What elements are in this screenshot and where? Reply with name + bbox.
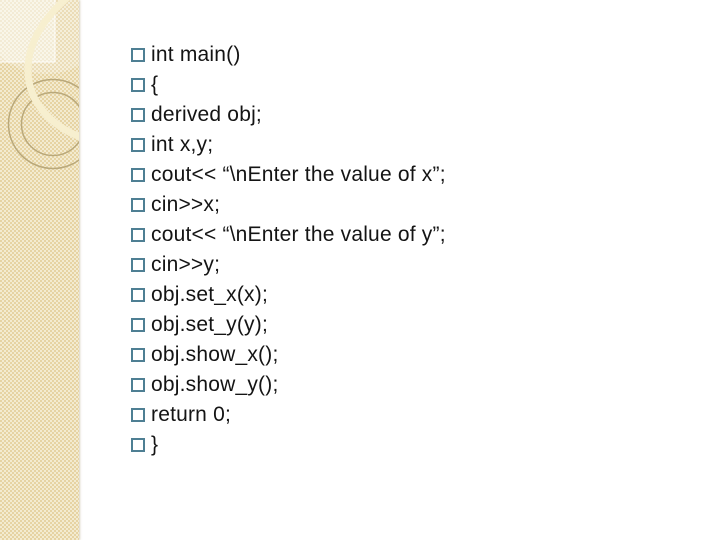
square-bullet-icon	[131, 138, 145, 152]
code-line: cin>>x;	[131, 190, 712, 220]
code-line-text: cin>>x;	[151, 193, 221, 216]
inner-ring-icon	[20, 91, 79, 157]
outer-ring-icon	[7, 78, 79, 170]
sidebar-ornament	[0, 0, 79, 170]
code-line: int main()	[131, 40, 712, 70]
code-line-text: obj.show_x();	[151, 343, 279, 366]
code-line: int x,y;	[131, 130, 712, 160]
square-bullet-icon	[131, 78, 145, 92]
square-bullet-icon	[131, 288, 145, 302]
decorative-sidebar	[0, 0, 79, 540]
code-line-text: {	[151, 73, 159, 96]
code-line-text: int main()	[151, 43, 241, 66]
code-line: cout<< “\nEnter the value of x”;	[131, 160, 712, 190]
code-line-text: return 0;	[151, 403, 232, 426]
code-line: {	[131, 70, 712, 100]
code-line-text: obj.show_y();	[151, 373, 279, 396]
cream-arc-icon	[24, 0, 79, 141]
code-line: cin>>y;	[131, 250, 712, 280]
code-line-text: }	[151, 433, 159, 456]
code-line: return 0;	[131, 400, 712, 430]
square-bullet-icon	[131, 438, 145, 452]
square-bullet-icon	[131, 108, 145, 122]
square-bullet-icon	[131, 318, 145, 332]
code-line-text: cout<< “\nEnter the value of y”;	[151, 223, 446, 246]
square-bullet-icon	[131, 48, 145, 62]
code-line: obj.set_x(x);	[131, 280, 712, 310]
code-line-list: int main() { derived obj; int x,y; cout<…	[131, 40, 712, 460]
code-line-text: obj.set_y(y);	[151, 313, 268, 336]
code-line-text: cin>>y;	[151, 253, 221, 276]
code-line: cout<< “\nEnter the value of y”;	[131, 220, 712, 250]
code-line: }	[131, 430, 712, 460]
square-bullet-icon	[131, 198, 145, 212]
square-bullet-icon	[131, 168, 145, 182]
code-line-text: derived obj;	[151, 103, 262, 126]
code-line-text: obj.set_x(x);	[151, 283, 268, 306]
square-bullet-icon	[131, 378, 145, 392]
code-line: obj.set_y(y);	[131, 310, 712, 340]
square-bullet-icon	[131, 348, 145, 362]
code-line: obj.show_x();	[131, 340, 712, 370]
code-line-text: cout<< “\nEnter the value of x”;	[151, 163, 446, 186]
square-bullet-icon	[131, 228, 145, 242]
code-line: obj.show_y();	[131, 370, 712, 400]
square-bullet-icon	[131, 258, 145, 272]
code-line-text: int x,y;	[151, 133, 214, 156]
code-line: derived obj;	[131, 100, 712, 130]
square-bullet-icon	[131, 408, 145, 422]
